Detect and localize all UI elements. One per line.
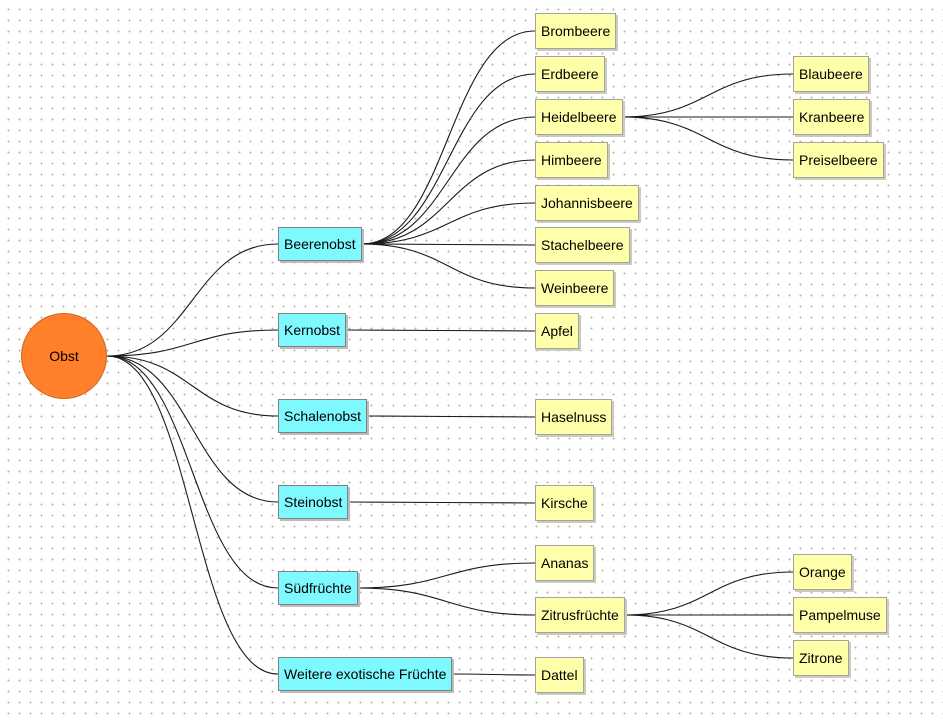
connector-obst-exotische bbox=[106, 355, 279, 675]
node-label: Kirsche bbox=[541, 495, 588, 511]
leaf-node-erdbeere[interactable]: Erdbeere bbox=[535, 56, 605, 92]
node-label: Beerenobst bbox=[284, 236, 356, 252]
leaf-node-ananas[interactable]: Ananas bbox=[535, 545, 595, 581]
connector-heidelbeere-blaubeere bbox=[622, 73, 794, 118]
category-node-kernobst[interactable]: Kernobst bbox=[278, 313, 347, 347]
connector-beerenobst-heidelbeere bbox=[361, 116, 536, 245]
connector-zitrusfruechte-zitrone bbox=[624, 614, 794, 659]
node-label: Weinbeere bbox=[541, 280, 609, 296]
node-label: Steinobst bbox=[284, 494, 343, 510]
connector-obst-schalenobst bbox=[106, 355, 279, 417]
connector-obst-kernobst bbox=[106, 329, 279, 357]
node-label: Obst bbox=[49, 348, 79, 364]
node-label: Schalenobst bbox=[284, 408, 362, 424]
leaf-node-kranbeere[interactable]: Kranbeere bbox=[793, 99, 871, 135]
connector-kernobst-apfel bbox=[346, 329, 536, 332]
connector-beerenobst-erdbeere bbox=[361, 73, 536, 245]
connector-heidelbeere-preiselbeere bbox=[622, 116, 794, 161]
leaf-node-zitrusfruechte[interactable]: Zitrusfrüchte bbox=[535, 597, 625, 633]
leaf-node-blaubeere[interactable]: Blaubeere bbox=[793, 56, 869, 92]
node-label: Brombeere bbox=[541, 23, 611, 39]
node-label: Blaubeere bbox=[799, 66, 863, 82]
leaf-node-kirsche[interactable]: Kirsche bbox=[535, 485, 594, 521]
connector-beerenobst-stachelbeere bbox=[361, 243, 536, 246]
node-label: Orange bbox=[799, 564, 846, 580]
node-label: Kernobst bbox=[284, 322, 341, 338]
category-node-beerenobst[interactable]: Beerenobst bbox=[278, 227, 362, 261]
connector-obst-steinobst bbox=[106, 355, 279, 503]
leaf-node-stachelbeere[interactable]: Stachelbeere bbox=[535, 227, 630, 263]
connector-obst-beerenobst bbox=[106, 243, 279, 357]
connector-exotische-dattel bbox=[452, 673, 536, 676]
root-node-obst[interactable]: Obst bbox=[21, 313, 107, 399]
node-label: Ananas bbox=[541, 555, 589, 571]
connector-beerenobst-brombeere bbox=[361, 30, 536, 245]
leaf-node-brombeere[interactable]: Brombeere bbox=[535, 13, 617, 49]
connector-suedfruechte-ananas bbox=[357, 562, 536, 589]
connector-beerenobst-johannisbeere bbox=[361, 202, 536, 245]
connector-steinobst-kirsche bbox=[348, 501, 536, 504]
node-label: Zitrone bbox=[799, 650, 843, 666]
leaf-node-haselnuss[interactable]: Haselnuss bbox=[535, 399, 613, 435]
node-label: Apfel bbox=[541, 323, 573, 339]
node-label: Dattel bbox=[541, 667, 578, 683]
node-label: Haselnuss bbox=[541, 409, 607, 425]
connector-beerenobst-himbeere bbox=[361, 159, 536, 245]
node-label: Erdbeere bbox=[541, 66, 599, 82]
leaf-node-orange[interactable]: Orange bbox=[793, 554, 852, 590]
leaf-node-himbeere[interactable]: Himbeere bbox=[535, 142, 608, 178]
node-label: Weitere exotische Früchte bbox=[284, 666, 447, 682]
node-label: Himbeere bbox=[541, 152, 602, 168]
node-label: Johannisbeere bbox=[541, 195, 633, 211]
connector-suedfruechte-zitrusfruechte bbox=[357, 587, 536, 616]
leaf-node-pampelmuse[interactable]: Pampelmuse bbox=[793, 597, 887, 633]
category-node-schalenobst[interactable]: Schalenobst bbox=[278, 399, 368, 433]
connector-schalenobst-haselnuss bbox=[367, 415, 536, 418]
node-label: Heidelbeere bbox=[541, 109, 617, 125]
category-node-steinobst[interactable]: Steinobst bbox=[278, 485, 349, 519]
node-label: Zitrusfrüchte bbox=[541, 607, 619, 623]
node-label: Preiselbeere bbox=[799, 152, 878, 168]
node-label: Kranbeere bbox=[799, 109, 865, 125]
leaf-node-johannisbeere[interactable]: Johannisbeere bbox=[535, 185, 639, 221]
leaf-node-dattel[interactable]: Dattel bbox=[535, 657, 584, 693]
node-label: Stachelbeere bbox=[541, 237, 624, 253]
leaf-node-zitrone[interactable]: Zitrone bbox=[793, 640, 849, 676]
node-label: Pampelmuse bbox=[799, 607, 881, 623]
node-label: Südfrüchte bbox=[284, 580, 352, 596]
connector-beerenobst-weinbeere bbox=[361, 243, 536, 289]
connector-zitrusfruechte-orange bbox=[624, 571, 794, 616]
leaf-node-heidelbeere[interactable]: Heidelbeere bbox=[535, 99, 623, 135]
category-node-suedfruechte[interactable]: Südfrüchte bbox=[278, 571, 358, 605]
leaf-node-apfel[interactable]: Apfel bbox=[535, 313, 579, 349]
leaf-node-weinbeere[interactable]: Weinbeere bbox=[535, 270, 615, 306]
leaf-node-preiselbeere[interactable]: Preiselbeere bbox=[793, 142, 884, 178]
connector-obst-suedfruechte bbox=[106, 355, 279, 589]
category-node-weitere-exotische-fruechte[interactable]: Weitere exotische Früchte bbox=[278, 657, 453, 691]
